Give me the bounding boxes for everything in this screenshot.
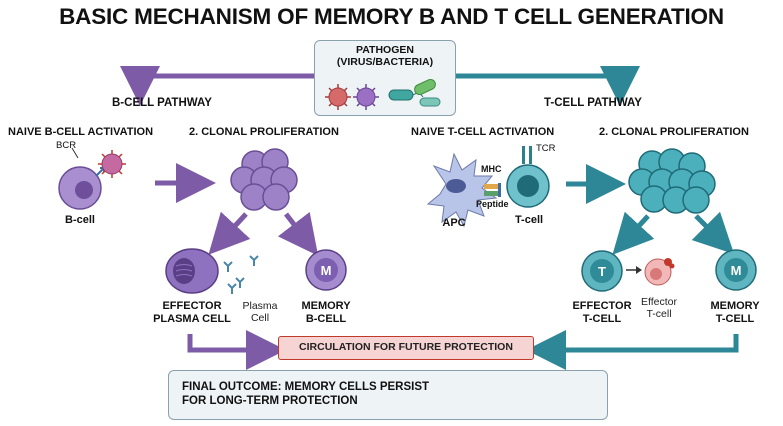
- mhc-peptide-icon: [484, 183, 501, 197]
- effector-t-small-cell: [644, 258, 675, 286]
- effector-t-cell: [581, 250, 623, 292]
- b-pathway-arrow: [120, 65, 314, 106]
- plasma-cell-label: Plasma Cell: [238, 300, 282, 324]
- naive-b-cell: [58, 147, 105, 210]
- t-step1-label: NAIVE T-CELL ACTIVATION: [411, 126, 555, 138]
- memory-b-letter: M: [321, 263, 332, 278]
- final-outcome-text: FINAL OUTCOME: MEMORY CELLS PERSIST FOR …: [182, 380, 429, 408]
- memory-b-line2: B-CELL: [305, 313, 347, 325]
- t-to-effector-arrow: [612, 211, 655, 255]
- b-to-plasma-arrow: [208, 211, 251, 255]
- effector-small-line1: Effector: [641, 296, 677, 308]
- t-circulation-arrow: [526, 330, 739, 370]
- plasma-line1: Plasma: [242, 300, 278, 312]
- memory-t-line2: T-CELL: [715, 313, 755, 325]
- pathogen-label: PATHOGEN (VIRUS/BACTERIA): [314, 44, 456, 68]
- bcell-label: B-cell: [65, 214, 95, 226]
- naive-t-cell: [506, 146, 550, 208]
- memory-t-line1: MEMORY: [710, 300, 760, 312]
- b-clonal-cluster: [230, 148, 298, 211]
- tcell-label: T-cell: [514, 214, 544, 226]
- effector-t-line2: T-CELL: [582, 313, 622, 325]
- apc-cell: [426, 152, 498, 228]
- effector-plasma-line2: PLASMA CELL: [153, 313, 231, 325]
- effector-small-label: Effector T-cell: [636, 296, 682, 320]
- pathogen-title: PATHOGEN: [356, 44, 414, 56]
- bacteria-icon: [388, 78, 441, 107]
- virus-icon-2: [353, 84, 379, 110]
- peptide-label: Peptide: [476, 199, 509, 209]
- virus-bound-icon: [98, 150, 126, 178]
- memory-t-letter: M: [731, 263, 742, 278]
- plasma-cell: [165, 248, 219, 294]
- memory-t-label: MEMORY T-CELL: [702, 300, 768, 326]
- bcr-label: BCR: [56, 140, 77, 151]
- pathogen-subtitle: (VIRUS/BACTERIA): [336, 56, 434, 68]
- effector-small-line2: T-cell: [646, 308, 672, 320]
- b-circulation-arrow: [187, 330, 286, 370]
- t-pathway-arrow: [456, 65, 640, 106]
- final-line2: FOR LONG-TERM PROTECTION: [182, 395, 358, 407]
- antibody-icons: [223, 255, 259, 294]
- circulation-bar: CIRCULATION FOR FUTURE PROTECTION: [278, 336, 534, 360]
- b-step1-label: NAIVE B-CELL ACTIVATION: [8, 126, 154, 138]
- effector-t-letter: T: [598, 264, 606, 279]
- effector-small-arrowhead: [636, 266, 642, 274]
- plasma-line2: Cell: [250, 312, 270, 324]
- memory-b-cell: [305, 249, 347, 291]
- b-to-memory-arrow: [277, 211, 319, 256]
- t-pathway-title: T-CELL PATHWAY: [544, 97, 642, 109]
- effector-t-line1: EFFECTOR: [572, 300, 632, 312]
- final-outcome-box: [168, 370, 608, 420]
- memory-b-line1: MEMORY: [301, 300, 351, 312]
- b-step2-label: 2. CLONAL PROLIFERATION: [189, 126, 339, 138]
- apc-label: APC: [442, 217, 466, 229]
- effector-t-label: EFFECTOR T-CELL: [564, 300, 640, 326]
- t-clonal-cluster: [628, 148, 716, 214]
- effector-plasma-line1: EFFECTOR: [162, 300, 222, 312]
- t-step2-label: 2. CLONAL PROLIFERATION: [599, 126, 749, 138]
- effector-plasma-label: EFFECTOR PLASMA CELL: [150, 300, 234, 326]
- virus-icon: [325, 84, 351, 110]
- memory-t-cell: [715, 249, 757, 291]
- b-pathway-title: B-CELL PATHWAY: [112, 97, 212, 109]
- t-to-memory-arrow: [691, 211, 735, 255]
- memory-b-label: MEMORY B-CELL: [294, 300, 358, 326]
- tcr-label: TCR: [536, 143, 556, 154]
- page-title: BASIC MECHANISM OF MEMORY B AND T CELL G…: [59, 4, 724, 29]
- final-line1: FINAL OUTCOME: MEMORY CELLS PERSIST: [182, 381, 430, 393]
- mhc-label: MHC: [481, 164, 502, 174]
